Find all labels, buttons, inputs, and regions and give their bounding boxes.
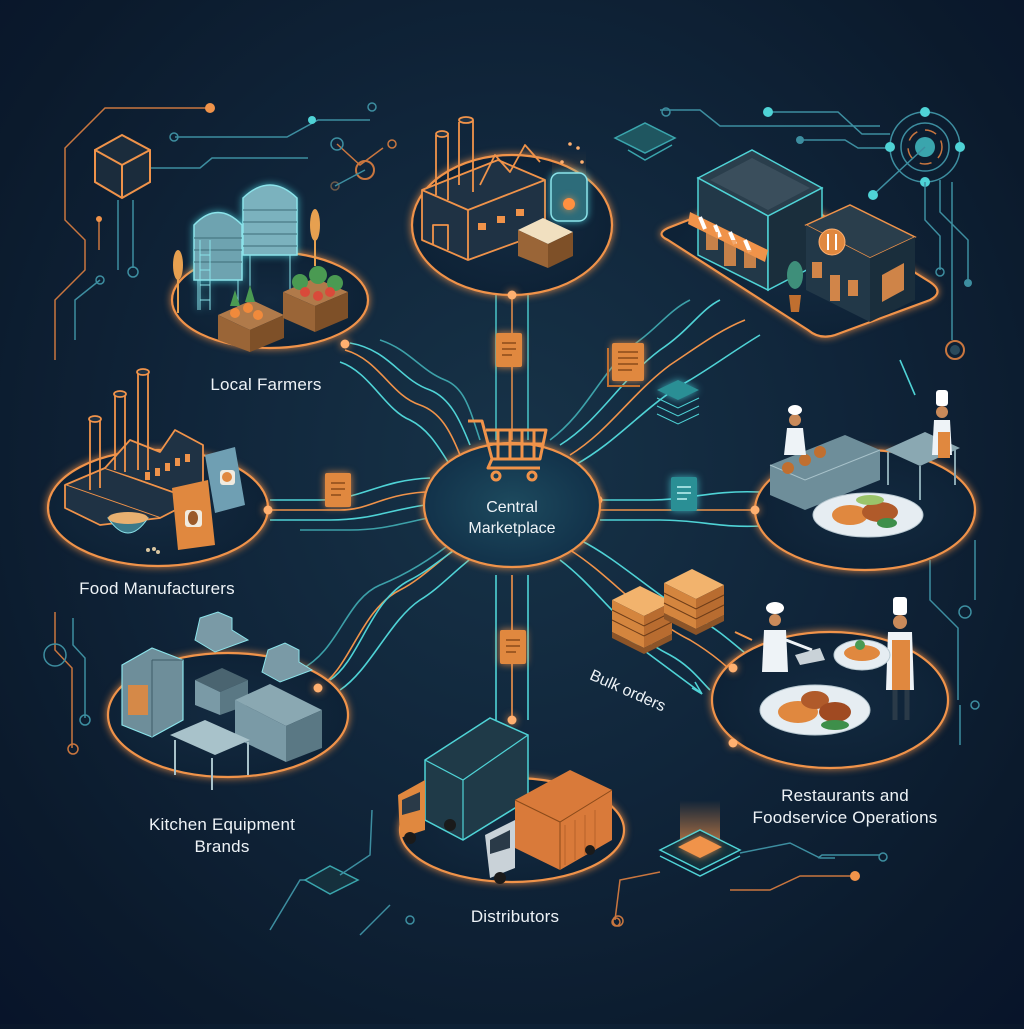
central-marketplace-hub[interactable] (422, 419, 602, 569)
pallet-crate-icon (663, 569, 725, 635)
label-line: Restaurants and (781, 786, 909, 805)
label-line: Foodservice Operations (752, 808, 938, 827)
document-icon (500, 630, 526, 664)
shopping-cart-icon (468, 419, 548, 482)
restaurant-storefront-icon (688, 149, 917, 322)
trucks-icon (398, 717, 613, 884)
label-local-farmers: Local Farmers (210, 375, 322, 394)
grain-crate-icon (518, 218, 573, 268)
document-icon (325, 473, 351, 507)
label-kitchen-equipment-brands: Kitchen Equipment Brands (149, 814, 295, 858)
connection-dots (263, 290, 760, 748)
document-stack-icon (607, 343, 644, 387)
label-line: Marketplace (468, 520, 556, 537)
chip-tile-icon (303, 865, 360, 895)
kitchen-appliances-icon (121, 611, 322, 790)
document-icon (496, 333, 522, 367)
pallet-crate-icon (611, 586, 673, 654)
label-line: Kitchen Equipment (148, 815, 296, 834)
chefs-plate-icon (759, 597, 914, 736)
chip-tile-icon (613, 122, 677, 161)
label-restaurants-foodservice: Restaurants and Foodservice Operations (753, 785, 938, 829)
flow-document-icons (325, 333, 725, 664)
data-stack-icon (656, 380, 700, 425)
label-distributors: Distributors (470, 907, 560, 926)
label-food-manufacturers: Food Manufacturers (79, 579, 235, 598)
network-target-icon (868, 107, 965, 200)
chef-figure (784, 405, 806, 455)
chef-figure (886, 597, 914, 720)
chefs-kitchen-icon (769, 390, 960, 538)
label-line: Central (486, 499, 538, 516)
factory-bags-icon (64, 368, 245, 554)
circuit-decorations (43, 102, 980, 936)
document-icon (671, 477, 697, 511)
factory-icon (421, 116, 546, 261)
label-central-marketplace: Central Marketplace (468, 497, 555, 539)
silo-crates-icon (173, 184, 348, 352)
label-line: Brands (194, 837, 250, 856)
glowing-chip-icon (658, 800, 742, 877)
chef-figure (932, 390, 952, 458)
chef-figure (762, 602, 825, 672)
cube-icon (94, 133, 151, 200)
glowing-canister-icon (550, 142, 588, 222)
